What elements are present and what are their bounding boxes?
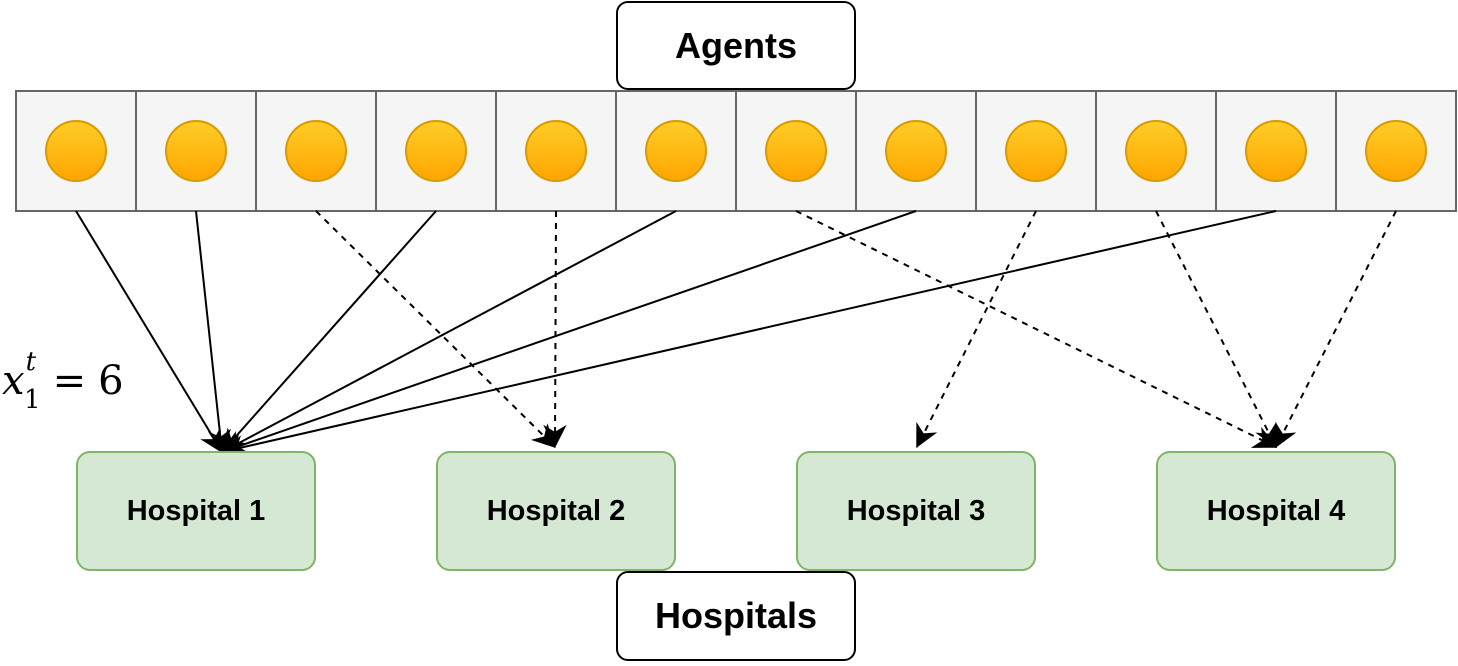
load-equation-label: xt 1 =6 xyxy=(2,347,124,415)
edge-agent-3-to-hospital-2 xyxy=(315,210,556,449)
agent-3 xyxy=(255,90,377,212)
agent-circle xyxy=(165,120,227,182)
hospitals-title: Hospitals xyxy=(616,571,856,661)
equation-superscript: t xyxy=(25,347,37,377)
equation-subscript: 1 xyxy=(24,385,41,415)
edge-agent-12-to-hospital-4 xyxy=(1275,210,1397,449)
agent-4 xyxy=(375,90,497,212)
edge-agent-11-to-hospital-1 xyxy=(220,210,1277,459)
edge-agent-7-to-hospital-4 xyxy=(795,210,1278,448)
agent-circle xyxy=(45,120,107,182)
agent-strip xyxy=(15,90,1457,212)
edge-agent-10-to-hospital-4 xyxy=(1155,210,1277,449)
edge-agent-8-to-hospital-1 xyxy=(220,210,917,456)
agent-2 xyxy=(135,90,257,212)
agent-circle xyxy=(525,120,587,182)
agent-1 xyxy=(15,90,137,212)
agent-circle xyxy=(1245,120,1307,182)
assignment-edges xyxy=(75,210,1397,459)
hospital-1-box: Hospital 1 xyxy=(76,451,316,571)
agent-5 xyxy=(495,90,617,212)
hospital-4-box: Hospital 4 xyxy=(1156,451,1396,571)
agent-circle xyxy=(885,120,947,182)
edge-agent-9-to-hospital-3 xyxy=(916,210,1037,449)
hospital-3-box: Hospital 3 xyxy=(796,451,1036,571)
edge-agent-6-to-hospital-1 xyxy=(220,210,677,453)
agent-7 xyxy=(735,90,857,212)
agent-11 xyxy=(1215,90,1337,212)
edge-agent-2-to-hospital-1 xyxy=(195,210,232,454)
agent-circle xyxy=(1365,120,1427,182)
agent-6 xyxy=(615,90,737,212)
agent-circle xyxy=(645,120,707,182)
agents-title: Agents xyxy=(616,1,856,90)
equation-variable: x xyxy=(2,358,25,404)
agent-10 xyxy=(1095,90,1217,212)
equation-value: 6 xyxy=(98,358,124,404)
agent-12 xyxy=(1335,90,1457,212)
agent-circle xyxy=(765,120,827,182)
edge-agent-5-to-hospital-2 xyxy=(543,210,567,449)
equation-equals: = xyxy=(52,358,87,404)
agent-circle xyxy=(1005,120,1067,182)
agent-circle xyxy=(405,120,467,182)
agent-circle xyxy=(1125,120,1187,182)
edge-agent-4-to-hospital-1 xyxy=(221,210,437,453)
agent-8 xyxy=(855,90,977,212)
agent-circle xyxy=(285,120,347,182)
agent-9 xyxy=(975,90,1097,212)
edge-agent-1-to-hospital-1 xyxy=(75,210,223,454)
hospital-2-box: Hospital 2 xyxy=(436,451,676,571)
